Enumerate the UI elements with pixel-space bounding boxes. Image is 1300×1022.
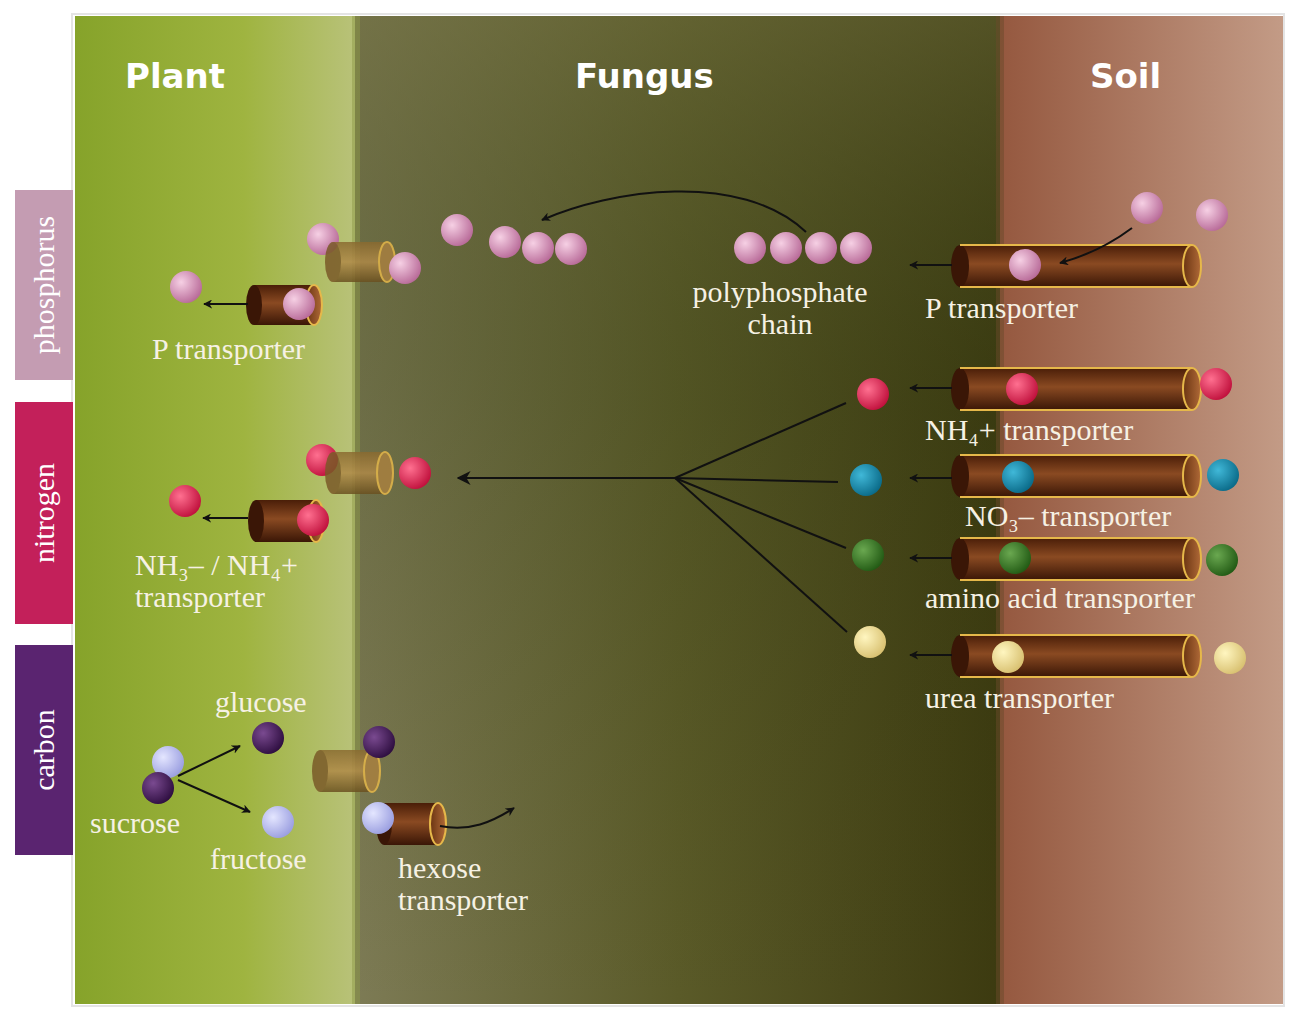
nutrient-tab: phosphorus <box>15 190 73 380</box>
part-label: NH₄+ transporter <box>925 414 1133 446</box>
part-label: amino acid transporter <box>925 582 1195 614</box>
part-label: sucrose <box>90 807 180 839</box>
part-label: NO₃– transporter <box>965 500 1171 532</box>
part-label: urea transporter <box>925 682 1114 714</box>
nutrient-tab: nitrogen <box>15 402 73 624</box>
part-label: P transporter <box>152 333 305 365</box>
tab-label: phosphorus <box>27 216 61 354</box>
part-label: fructose <box>210 843 307 875</box>
part-label: glucose <box>215 686 307 718</box>
part-label: hexose transporter <box>398 852 578 916</box>
region-heading: Soil <box>1090 56 1161 96</box>
tab-label: nitrogen <box>27 463 61 563</box>
part-label: NH₃– / NH₄+ transporter <box>135 549 335 613</box>
part-label: polyphosphate chain <box>668 276 892 340</box>
region-heading: Plant <box>125 56 225 96</box>
tab-label: carbon <box>27 709 61 791</box>
region-heading: Fungus <box>575 56 714 96</box>
nutrient-tab: carbon <box>15 645 73 855</box>
part-label: P transporter <box>925 292 1078 324</box>
